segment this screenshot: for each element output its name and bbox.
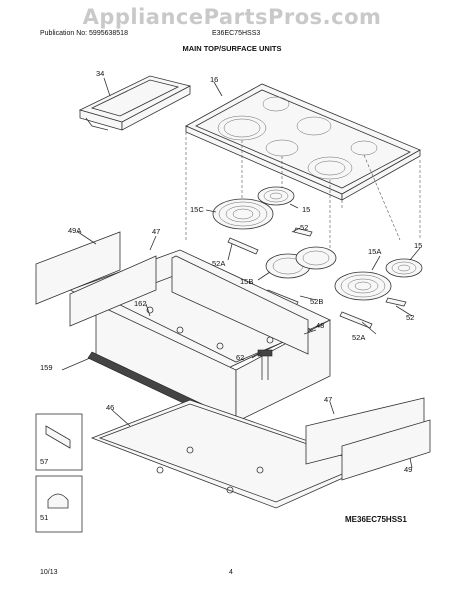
callout-51: 51 [40,513,48,522]
diagram-code: ME36EC75HSS1 [345,515,407,524]
watermark: AppliancePartsPros.com [82,5,382,29]
model-number: E36EC75HSS3 [212,30,261,37]
callout-57: 57 [40,457,48,466]
callout-15b: 15B [240,277,253,286]
glass-cooktop-part [185,83,421,201]
callout-15a: 15A [368,247,381,256]
surface-element-15a [334,271,392,301]
terminal-block-62 [257,349,273,380]
callout-15-top: 15 [302,205,310,214]
callout-47-left: 47 [152,227,160,236]
callout-15c: 15C [190,205,204,214]
callout-159: 159 [40,363,53,372]
callout-162: 162 [134,299,147,308]
panel-47-left [69,255,157,327]
side-panel-49a [35,231,121,305]
surface-element-15b [265,246,337,279]
footer-date: 10/13 [40,569,58,576]
section-title: MAIN TOP/SURFACE UNITS [182,44,282,53]
side-panel-49 [341,419,431,481]
publication-number: Publication No: 5995638518 [40,30,128,37]
callout-52-right: 52 [406,313,414,322]
callout-52-top: 52 [300,223,308,232]
inset-51 [35,475,83,533]
callout-52a-left: 52A [212,259,225,268]
griddle-part [78,75,192,131]
callout-16: 16 [210,75,218,84]
callout-49a: 49A [68,226,81,235]
page-number: 4 [229,569,233,576]
inset-57 [35,413,83,471]
callout-52b: 52B [310,297,323,306]
callout-34: 34 [96,69,104,78]
callout-48: 48 [316,321,324,330]
callout-15-right: 15 [414,241,422,250]
callout-49: 49 [404,465,412,474]
callout-52a-right: 52A [352,333,365,342]
callout-62: 62 [236,353,244,362]
callout-47-right: 47 [324,395,332,404]
surface-element-15-top [257,186,295,206]
callout-46: 46 [106,403,114,412]
surface-element-15-right [385,258,423,278]
panel-48 [171,255,309,355]
surface-element-15c [212,198,274,230]
